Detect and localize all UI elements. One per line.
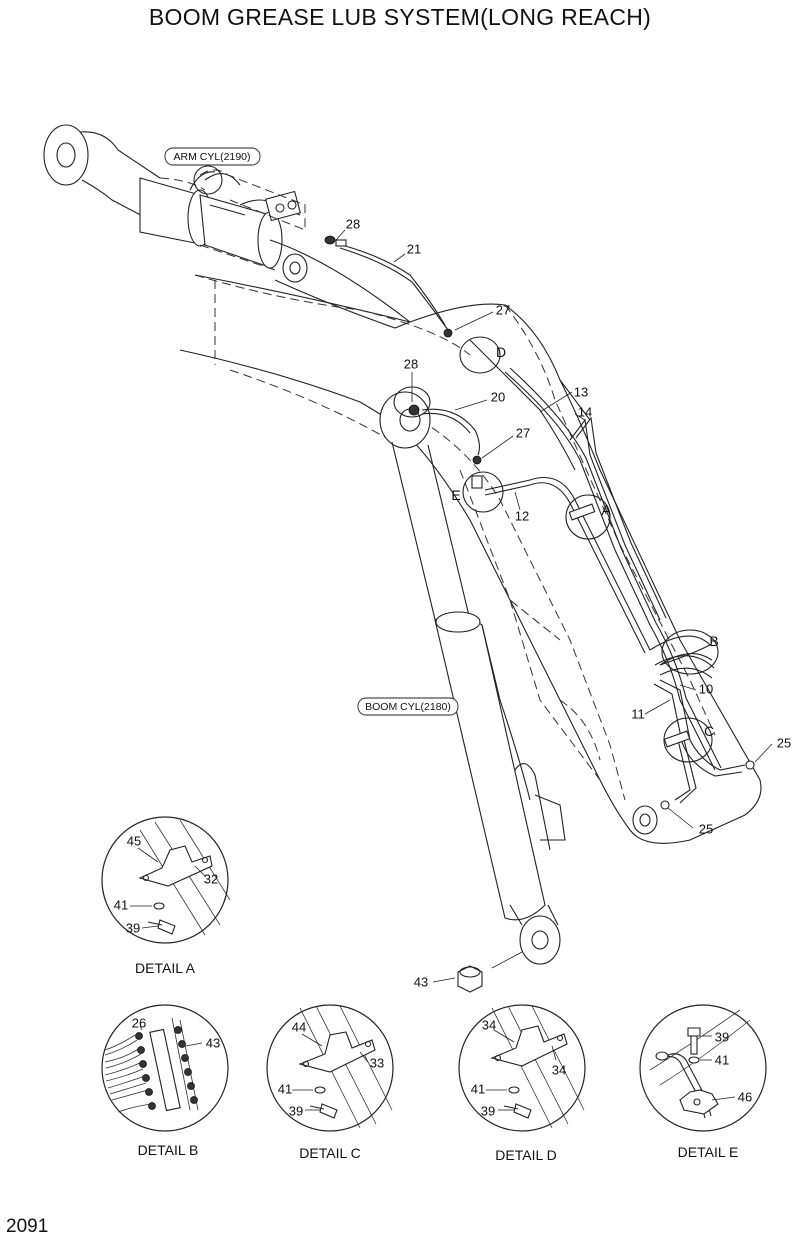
part-21: 21 [407,242,421,257]
part-25-right: 25 [777,736,791,751]
part-28-upper: 28 [346,217,360,232]
detail-c-label: DETAIL C [299,1145,360,1161]
detail-a [101,816,231,944]
page-number: 2091 [6,1216,49,1237]
detail-a-label: DETAIL A [135,960,196,976]
detail-e-label: DETAIL E [678,1144,739,1160]
arm-cyl-reference: ARM CYL(2190) [173,151,250,163]
part-12: 12 [515,509,529,524]
part-43-main: 43 [414,975,428,990]
part-25-lower: 25 [699,822,713,837]
nut-43 [457,965,483,993]
detail-d-part-39: 39 [481,1104,495,1119]
detail-a-part-39: 39 [126,921,140,936]
detail-c-part-33: 33 [370,1056,384,1071]
detail-b-part-26: 26 [132,1016,146,1031]
detail-e-part-46: 46 [738,1090,752,1105]
part-10: 10 [699,682,713,697]
detail-d-label: DETAIL D [495,1147,556,1163]
boom-structure [179,239,762,844]
detail-c-part-44: 44 [292,1020,306,1035]
page-title: BOOM GREASE LUB SYSTEM(LONG REACH) [148,4,652,30]
part-14: 14 [578,405,592,420]
detail-d-part-34-right: 34 [552,1063,566,1078]
grease-lines [324,235,755,810]
part-20: 20 [491,390,505,405]
detail-d [458,1004,586,1132]
detail-d-part-34-left: 34 [482,1018,496,1033]
part-28-lower: 28 [404,357,418,372]
detail-e [639,1004,767,1132]
detail-b-part-43: 43 [206,1036,220,1051]
detail-c-part-41: 41 [278,1082,292,1097]
callout-letter-c: C [704,723,714,739]
detail-d-part-41: 41 [471,1082,485,1097]
arm-cylinder [43,124,302,269]
detail-b [101,1004,229,1132]
detail-e-part-39: 39 [715,1030,729,1045]
detail-b-label: DETAIL B [138,1142,199,1158]
part-11: 11 [631,707,645,722]
detail-c [266,1004,394,1132]
callout-letter-d: D [496,344,506,360]
detail-a-part-45: 45 [127,834,141,849]
part-13: 13 [574,385,588,400]
detail-a-part-32: 32 [204,872,218,887]
detail-c-part-39: 39 [289,1104,303,1119]
detail-a-part-41: 41 [114,898,128,913]
callout-letter-a: A [601,502,611,518]
main-leaders [335,229,773,983]
detail-e-part-41: 41 [715,1053,729,1068]
part-27-upper: 27 [496,303,510,318]
part-27-lower: 27 [516,426,530,441]
boom-cyl-reference: BOOM CYL(2180) [365,701,451,713]
callout-letter-e: E [451,487,460,503]
callout-letter-b: B [709,633,718,649]
